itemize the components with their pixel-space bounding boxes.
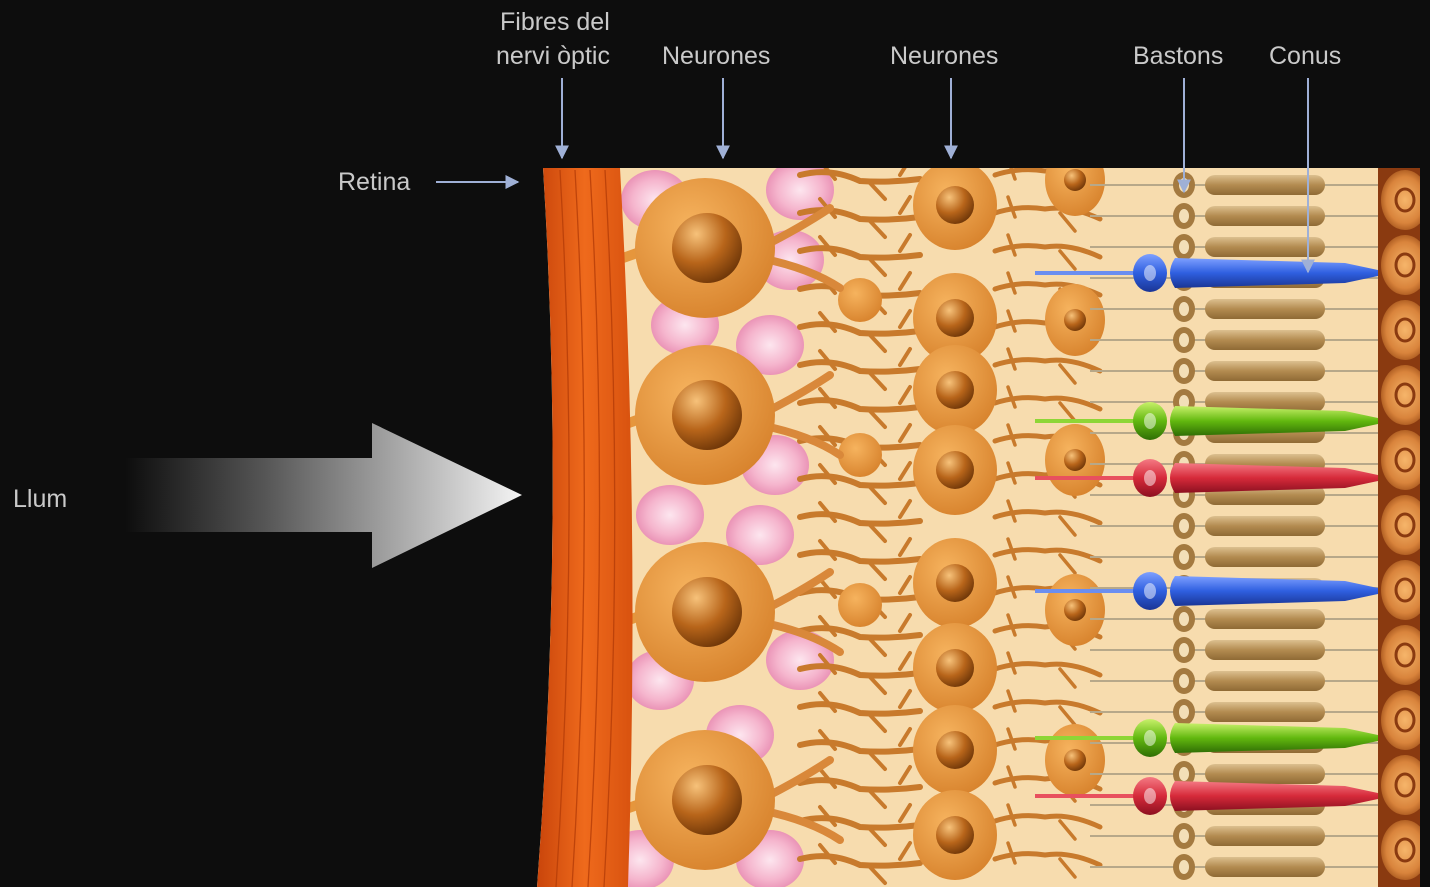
ganglion-nucleus (672, 765, 742, 835)
blood-cell (636, 485, 704, 545)
pigment-cell (1381, 625, 1429, 685)
rod-outer-segment (1205, 330, 1325, 350)
bipolar-nucleus (936, 731, 974, 769)
pigment-cell (1381, 755, 1429, 815)
ganglion-nucleus (672, 213, 742, 283)
amacrine-cell (838, 583, 882, 627)
cone-nucleus-core (1144, 583, 1156, 599)
cone-nucleus-core (1144, 413, 1156, 429)
cone-nucleus-core (1144, 730, 1156, 746)
horizontal-cell-nucleus (1064, 169, 1086, 191)
rod-nucleus-core (1179, 519, 1189, 533)
label-llum: Llum (13, 482, 67, 516)
rod-nucleus-core (1179, 674, 1189, 688)
pigment-cell (1381, 690, 1429, 750)
label-bastons: Bastons (1133, 39, 1223, 73)
pigment-cell (1381, 820, 1429, 880)
cone-nucleus-core (1144, 265, 1156, 281)
rod-outer-segment (1205, 299, 1325, 319)
rod-outer-segment (1205, 826, 1325, 846)
rod-outer-segment (1205, 640, 1325, 660)
bipolar-nucleus (936, 649, 974, 687)
rod-outer-segment (1205, 609, 1325, 629)
pigment-cell (1381, 235, 1429, 295)
rod-nucleus-core (1179, 550, 1189, 564)
horizontal-cell-nucleus (1064, 449, 1086, 471)
amacrine-cell (838, 278, 882, 322)
rod-nucleus-core (1179, 860, 1189, 874)
horizontal-cell-nucleus (1064, 749, 1086, 771)
label-fibres-line1: Fibres del (500, 5, 610, 39)
pigment-cell (1381, 300, 1429, 360)
label-neurones-1: Neurones (662, 39, 770, 73)
rod-outer-segment (1205, 516, 1325, 536)
rod-nucleus-core (1179, 364, 1189, 378)
rod-nucleus-core (1179, 612, 1189, 626)
rod-nucleus-core (1179, 643, 1189, 657)
rod-outer-segment (1205, 361, 1325, 381)
bipolar-nucleus (936, 371, 974, 409)
light-arrow (125, 423, 522, 568)
amacrine-cell (838, 433, 882, 477)
pigment-cell (1381, 430, 1429, 490)
horizontal-cell-nucleus (1064, 309, 1086, 331)
pigment-cell (1381, 560, 1429, 620)
bipolar-nucleus (936, 299, 974, 337)
cone-nucleus-core (1144, 470, 1156, 486)
pigment-cell (1381, 495, 1429, 555)
bipolar-nucleus (936, 564, 974, 602)
retina-section (530, 144, 1430, 887)
bipolar-nucleus (936, 816, 974, 854)
bipolar-nucleus (936, 451, 974, 489)
label-conus: Conus (1269, 39, 1341, 73)
label-fibres-line2: nervi òptic (496, 39, 610, 73)
pigment-cell (1381, 170, 1429, 230)
rod-nucleus-core (1179, 209, 1189, 223)
ganglion-nucleus (672, 380, 742, 450)
pigment-epithelium (1381, 170, 1429, 880)
horizontal-cell-nucleus (1064, 599, 1086, 621)
rod-nucleus-core (1179, 767, 1189, 781)
pigment-cell (1381, 365, 1429, 425)
rod-outer-segment (1205, 857, 1325, 877)
label-neurones-2: Neurones (890, 39, 998, 73)
bipolar-nucleus (936, 186, 974, 224)
rod-nucleus-core (1179, 302, 1189, 316)
rod-outer-segment (1205, 671, 1325, 691)
ganglion-nucleus (672, 577, 742, 647)
rod-nucleus-core (1179, 705, 1189, 719)
rod-nucleus-core (1179, 829, 1189, 843)
rod-nucleus-core (1179, 333, 1189, 347)
rod-outer-segment (1205, 764, 1325, 784)
cone-nucleus-core (1144, 788, 1156, 804)
label-retina: Retina (338, 165, 410, 199)
rod-outer-segment (1205, 547, 1325, 567)
rod-outer-segment (1205, 702, 1325, 722)
rod-nucleus-core (1179, 240, 1189, 254)
